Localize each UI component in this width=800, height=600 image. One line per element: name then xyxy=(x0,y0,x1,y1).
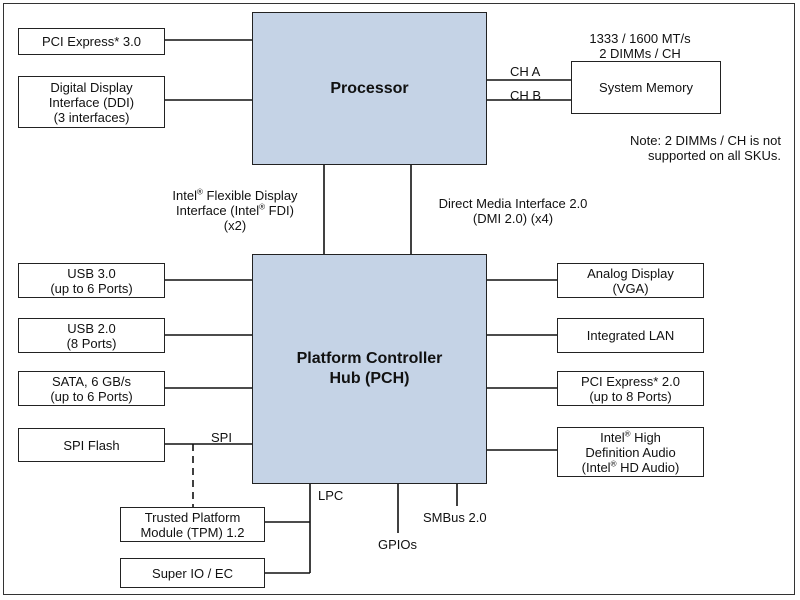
ch-a-label: CH A xyxy=(510,64,541,79)
vga-box: Analog Display (VGA) xyxy=(557,263,704,298)
superio-label: Super IO / EC xyxy=(152,565,233,581)
usb3-label: USB 3.0 (up to 6 Ports) xyxy=(50,265,133,296)
spi-flash-label: SPI Flash xyxy=(63,437,120,453)
smbus-label: SMBus 2.0 xyxy=(423,510,487,525)
processor-block: Processor xyxy=(252,12,487,165)
processor-label: Processor xyxy=(330,79,409,97)
pcie3-label: PCI Express* 3.0 xyxy=(42,34,141,49)
pcie3-box: PCI Express* 3.0 xyxy=(18,28,165,55)
lpc-label: LPC xyxy=(318,488,344,503)
sata-label: SATA, 6 GB/s (up to 6 Ports) xyxy=(50,373,133,404)
sata-box: SATA, 6 GB/s (up to 6 Ports) xyxy=(18,371,165,406)
fdi-label: Intel® Flexible Display Interface (Intel… xyxy=(172,187,298,233)
usb3-box: USB 3.0 (up to 6 Ports) xyxy=(18,263,165,298)
usb2-label: USB 2.0 (8 Ports) xyxy=(66,320,117,351)
spi-label: SPI xyxy=(211,430,232,445)
pch-block: Platform Controller Hub (PCH) xyxy=(252,254,487,484)
ddi-label: Digital Display Interface (DDI) (3 inter… xyxy=(48,79,135,125)
system-memory-label: System Memory xyxy=(599,80,693,95)
tpm-box: Trusted Platform Module (TPM) 1.2 xyxy=(120,507,265,542)
gpio-label: GPIOs xyxy=(378,537,418,552)
superio-box: Super IO / EC xyxy=(120,558,265,588)
hda-label: Intel® High Definition Audio (Intel® HD … xyxy=(581,429,680,475)
pch-label: Platform Controller Hub (PCH) xyxy=(296,350,443,387)
usb2-box: USB 2.0 (8 Ports) xyxy=(18,318,165,353)
spi-flash-box: SPI Flash xyxy=(18,428,165,462)
tpm-label: Trusted Platform Module (TPM) 1.2 xyxy=(140,509,245,540)
lan-box: Integrated LAN xyxy=(557,318,704,353)
ch-b-label: CH B xyxy=(510,88,542,103)
diagram-frame xyxy=(3,3,795,595)
pcie2-box: PCI Express* 2.0 (up to 8 Ports) xyxy=(557,371,704,406)
system-memory-box: System Memory xyxy=(571,61,721,114)
dmi-label: Direct Media Interface 2.0 (DMI 2.0) (x4… xyxy=(438,196,588,226)
lan-label: Integrated LAN xyxy=(586,328,675,343)
memory-note: Note: 2 DIMMs / CH is not supported on a… xyxy=(630,133,781,163)
ddi-box: Digital Display Interface (DDI) (3 inter… xyxy=(18,76,165,128)
memory-speed-text: 1333 / 1600 MT/s 2 DIMMs / CH xyxy=(589,31,691,61)
pcie2-label: PCI Express* 2.0 (up to 8 Ports) xyxy=(581,373,680,404)
vga-label: Analog Display (VGA) xyxy=(587,265,674,296)
hda-box: Intel® High Definition Audio (Intel® HD … xyxy=(557,427,704,477)
